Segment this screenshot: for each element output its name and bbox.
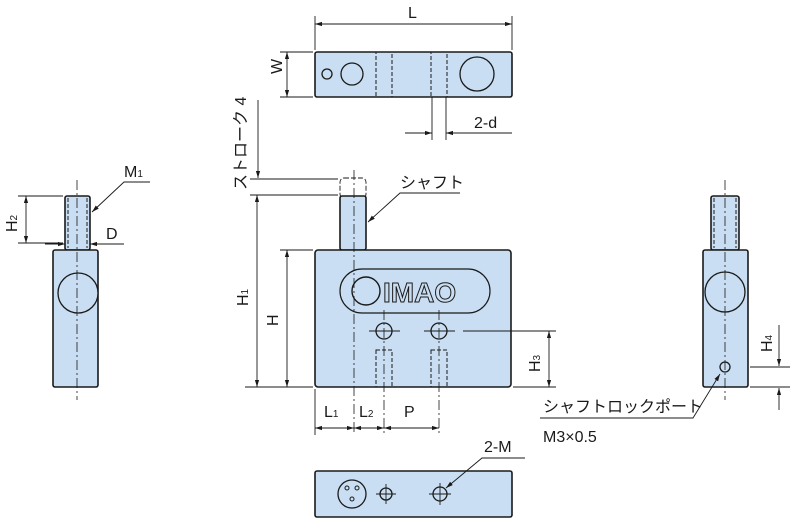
dim-L1-label: L1 [324,404,339,421]
shaft-lock-port-label: シャフトロックポート [543,398,703,416]
bottom-view: 2-M [314,439,525,518]
dim-L2-label: L2 [359,404,374,421]
right-side-view: H4 シャフトロックポート M3×0.5 [540,180,790,446]
shaft-lock-port-spec: M3×0.5 [543,429,597,446]
dim-H3-label: H3 [527,354,544,372]
M1-label: M1 [124,164,143,181]
stroke-label: ストローク 4 [232,97,250,190]
left-side-view: H2 M1 D [4,164,150,400]
dim-H4-label: H4 [759,334,776,352]
dim-L-label: L [408,5,417,22]
front-view: IMAO シャフト H1 H H3 L1 L2 P [235,170,556,435]
dim-H2-label: H2 [4,214,21,232]
dim-H1-label: H1 [235,288,252,306]
dim-2d-label: 2-d [474,115,497,132]
two-M-label: 2-M [484,439,512,456]
dim-W-label: W [269,58,286,74]
top-view: L W 2-d [269,5,513,140]
shaft-label: シャフト [400,175,464,192]
dim-H-label: H [265,314,282,326]
dim-D-label: D [106,226,118,243]
imao-logo: IMAO [383,277,456,308]
dim-P-label: P [404,404,415,421]
